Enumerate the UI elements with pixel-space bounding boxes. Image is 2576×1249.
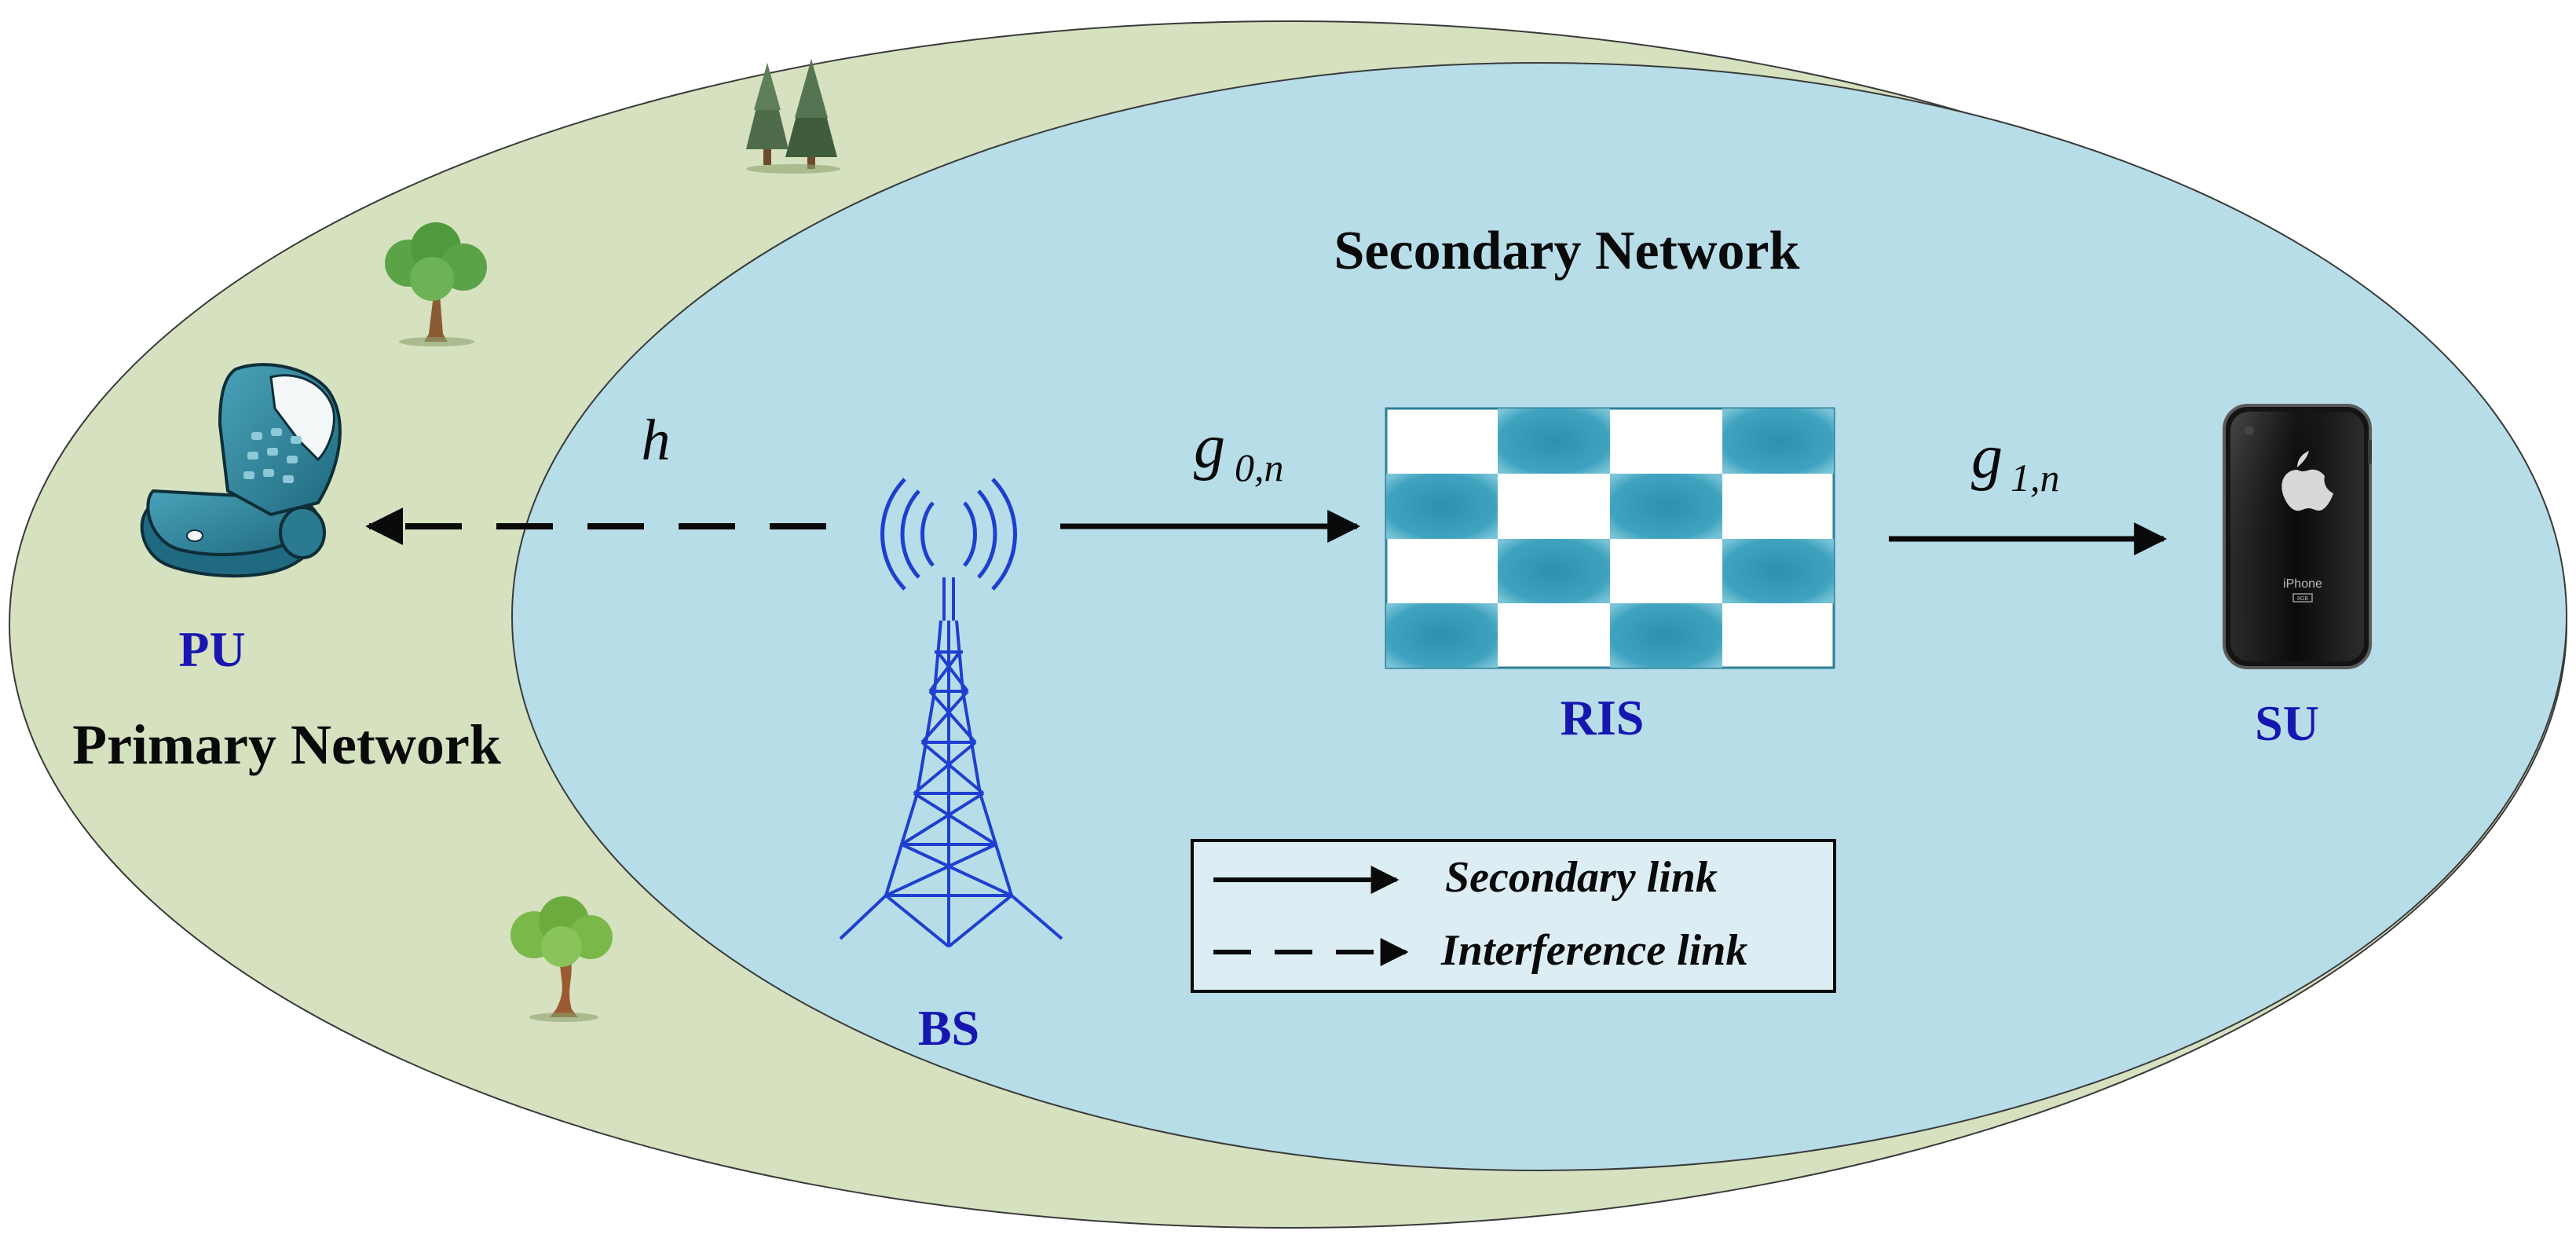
phone-brand-text: iPhone xyxy=(2283,577,2322,591)
bs-label: BS xyxy=(918,1000,979,1056)
svg-text:1,n: 1,n xyxy=(2011,456,2060,500)
pine-trees-icon xyxy=(746,59,840,174)
legend: Secondary link Interference link xyxy=(1191,839,1836,993)
pu-label: PU xyxy=(178,621,245,677)
phone-capacity-text: 8GB xyxy=(2297,596,2308,602)
ris-panel xyxy=(1385,407,1835,669)
svg-text:g: g xyxy=(1194,412,1225,482)
secondary-network-label: Secondary Network xyxy=(1334,221,1800,281)
svg-text:g: g xyxy=(1971,423,2003,492)
svg-text:0,n: 0,n xyxy=(1235,445,1284,489)
legend-interference-link: Interference link xyxy=(1440,926,1747,975)
legend-secondary-link: Secondary link xyxy=(1445,853,1718,902)
channel-g1n-label: g 1,n xyxy=(1971,423,2060,500)
bs-tower-icon xyxy=(839,478,1063,948)
tree-icon xyxy=(385,222,487,346)
tree-icon xyxy=(510,896,613,1022)
su-label: SU xyxy=(2255,695,2319,751)
channel-g0n-label: g 0,n xyxy=(1194,412,1284,489)
pu-phone-icon xyxy=(140,363,342,578)
ris-label: RIS xyxy=(1561,690,1645,745)
primary-network-label: Primary Network xyxy=(72,713,501,776)
su-phone-icon: iPhone 8GB xyxy=(2223,404,2372,669)
channel-h-label: h xyxy=(642,408,671,473)
